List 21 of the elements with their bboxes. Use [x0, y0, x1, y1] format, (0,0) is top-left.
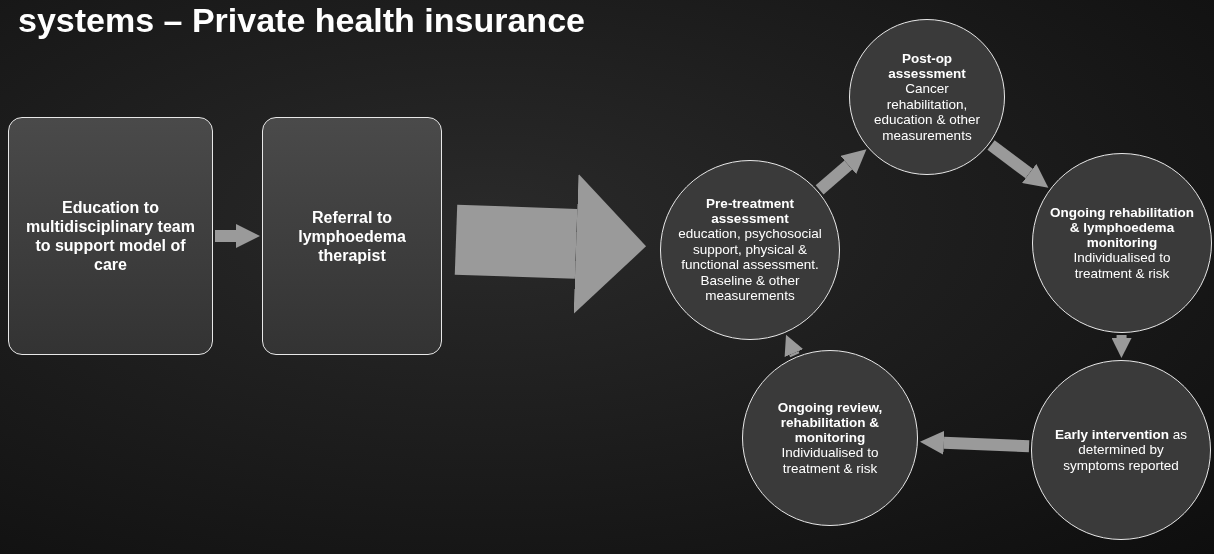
box-text: Referral to lymphoedema therapist — [297, 207, 407, 265]
circle-text: Early intervention as determined by symptoms reported — [1053, 426, 1189, 474]
stage-heading: Ongoing review, rehabilitation & monitoring — [776, 400, 884, 445]
box-text: Education to multidisciplinary team to support model of care — [25, 198, 196, 274]
block-arrow — [987, 140, 1049, 188]
block-arrow — [454, 173, 647, 314]
stage-heading: Pre-treatment assessment — [705, 196, 795, 227]
block-arrow — [1111, 334, 1132, 358]
process-box — [8, 117, 213, 355]
block-arrow — [784, 334, 804, 358]
block-arrow — [815, 149, 867, 195]
stage-description: education, psychosocial support, physical & functional assessment. Baseline & other measurements — [677, 226, 823, 304]
block-arrow — [215, 224, 260, 248]
stage-heading: Post-op assessment — [887, 51, 967, 81]
stage-description: Individualised to treatment & risk — [1072, 250, 1172, 281]
stage-description: Cancer rehabilitation, education & other measurements — [873, 81, 981, 143]
title: systems – Private health insurance — [18, 0, 585, 40]
stage-description: Individualised to treatment & risk — [780, 445, 880, 476]
process-box — [262, 117, 442, 355]
block-arrow — [919, 430, 1030, 455]
stage-heading: Ongoing rehabilitation & lymphoedema monitoring — [1049, 205, 1195, 250]
